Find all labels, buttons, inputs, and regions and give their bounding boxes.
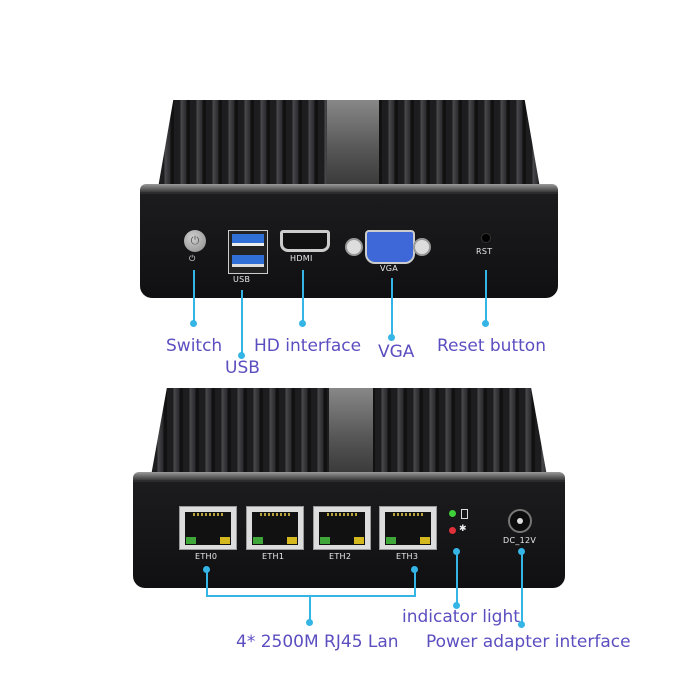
front-panel: ⏻ ⏻ USB HDMI VGA RST — [140, 192, 558, 298]
caption-lan: 4* 2500M RJ45 Lan — [236, 632, 399, 652]
caption-power-adapter: Power adapter interface — [426, 632, 631, 652]
callout-dot-eth3 — [411, 566, 418, 573]
light-bulb-icon: ✱ — [459, 524, 467, 534]
eth1-label: ETH1 — [262, 552, 285, 561]
callout-line-indicator — [456, 552, 458, 604]
rear-panel: ETH0 ETH1 ETH2 ETH3 ✱ DC_12V — [133, 480, 565, 588]
usb-label: USB — [233, 275, 251, 284]
usb-port-2[interactable] — [232, 255, 264, 267]
callout-line-hdmi — [302, 270, 304, 322]
caption-reset-button: Reset button — [437, 336, 546, 356]
callout-line-power — [521, 552, 523, 624]
callout-dot-leds-top — [453, 548, 460, 555]
callout-dot-reset — [482, 320, 489, 327]
eth2-label: ETH2 — [329, 552, 352, 561]
eth0-label: ETH0 — [195, 552, 218, 561]
callout-dot-eth0 — [203, 566, 210, 573]
chassis-edge — [140, 184, 558, 192]
hdmi-label: HDMI — [290, 254, 313, 263]
callout-dot-dc-top — [518, 548, 525, 555]
callout-dot-lan — [306, 619, 313, 626]
power-symbol-label: ⏻ — [189, 254, 196, 263]
callout-dot-indicator — [453, 602, 460, 609]
callout-line-eth3 — [414, 570, 416, 596]
vga-port[interactable] — [345, 230, 431, 264]
callout-bracket-lan — [206, 595, 416, 597]
callout-dot-vga — [388, 334, 395, 341]
led-red-power — [449, 527, 456, 534]
mini-pc-front-view: ⏻ ⏻ USB HDMI VGA RST — [140, 100, 558, 298]
heatsink-center-bar-rear — [329, 388, 373, 473]
callout-line-vga — [391, 278, 393, 337]
ethernet-port-eth2[interactable] — [313, 506, 371, 550]
callout-dot-switch — [190, 320, 197, 327]
vga-screw-right — [413, 238, 431, 256]
caption-vga: VGA — [378, 342, 415, 362]
caption-hd-interface: HD interface — [254, 336, 362, 356]
callout-line-usb — [241, 290, 243, 355]
dc-power-jack[interactable] — [508, 509, 532, 533]
usb-port-stack[interactable] — [228, 230, 268, 274]
usb-port-1[interactable] — [232, 234, 264, 246]
vga-label: VGA — [380, 264, 399, 273]
callout-line-switch — [193, 270, 195, 322]
reset-button[interactable] — [481, 233, 491, 243]
storage-icon — [461, 509, 468, 519]
callout-dot-usb — [238, 352, 245, 359]
rst-label: RST — [476, 247, 493, 256]
callout-line-reset — [485, 270, 487, 322]
callout-line-lan — [309, 596, 311, 620]
ethernet-port-eth3[interactable] — [379, 506, 437, 550]
mini-pc-rear-view: ETH0 ETH1 ETH2 ETH3 ✱ DC_12V — [133, 388, 565, 588]
caption-switch: Switch — [166, 336, 223, 356]
dc-12v-label: DC_12V — [503, 536, 537, 545]
hdmi-port[interactable] — [280, 230, 330, 252]
heatsink-center-bar — [327, 100, 379, 185]
caption-usb: USB — [225, 358, 260, 378]
led-green-status — [449, 510, 456, 517]
callout-dot-hdmi — [299, 320, 306, 327]
vga-connector — [365, 230, 415, 264]
caption-indicator-light: indicator light — [402, 607, 520, 627]
callout-line-eth0 — [206, 570, 208, 596]
eth3-label: ETH3 — [396, 552, 419, 561]
vga-screw-left — [345, 238, 363, 256]
callout-dot-power — [518, 621, 525, 628]
chassis-edge-rear — [133, 472, 565, 480]
dc-jack-pin — [517, 518, 523, 524]
ethernet-port-eth0[interactable] — [179, 506, 237, 550]
power-button[interactable]: ⏻ — [184, 230, 206, 252]
ethernet-port-eth1[interactable] — [246, 506, 304, 550]
